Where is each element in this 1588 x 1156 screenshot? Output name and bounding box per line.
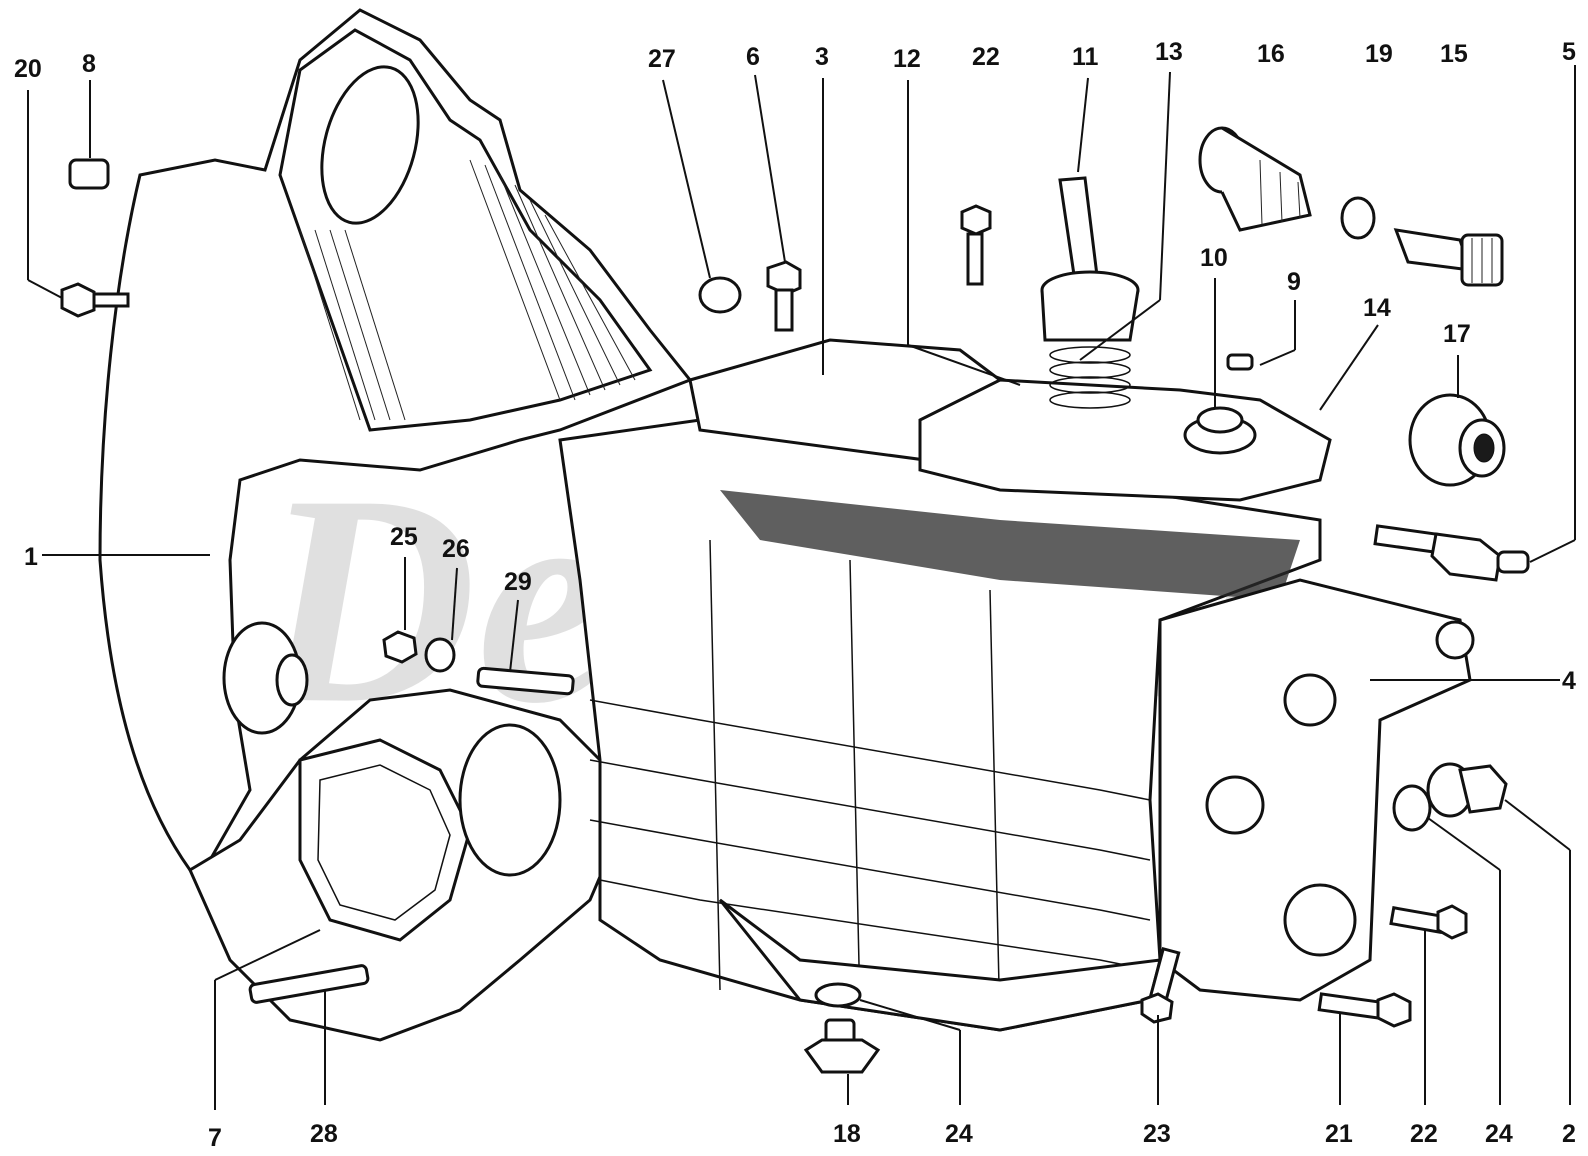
callout-1: 1 (24, 543, 38, 571)
callout-15: 15 (1440, 40, 1468, 68)
callout-24: 24 (945, 1120, 973, 1148)
part-21-bolt (1317, 992, 1412, 1028)
part-10-plug-boss (1183, 406, 1257, 455)
part-18-drain-plug (803, 1018, 881, 1074)
callout-6: 6 (746, 43, 760, 71)
callout-21: 21 (1325, 1120, 1353, 1148)
part-17-bushing (1408, 393, 1506, 487)
callout-29: 29 (504, 568, 532, 596)
callout-3: 3 (815, 43, 829, 71)
callout-28: 28 (310, 1120, 338, 1148)
part-9-pin (1226, 353, 1254, 371)
part-25-nut (382, 630, 418, 664)
callout-10: 10 (1200, 244, 1228, 272)
callout-22-right: 22 (1410, 1120, 1438, 1148)
part-15-pinion (1393, 228, 1504, 287)
callout-4: 4 (1562, 667, 1576, 695)
part-24-washer-bottom (814, 982, 862, 1008)
callout-23: 23 (1143, 1120, 1171, 1148)
callout-5: 5 (1562, 38, 1576, 66)
part-26-washer (424, 637, 456, 673)
callout-25: 25 (390, 523, 418, 551)
part-2-filler-plug (1426, 762, 1508, 818)
part-29-stud (476, 666, 575, 696)
callout-12: 12 (893, 45, 921, 73)
callout-22: 22 (972, 43, 1000, 71)
part-5-stud (1373, 524, 1530, 582)
part-28-stud (248, 964, 370, 1004)
part-22-bolt-top (960, 204, 992, 286)
part-8-sleeve (68, 158, 110, 190)
callout-24-right: 24 (1485, 1120, 1513, 1148)
part-24-washer-right (1392, 784, 1432, 832)
callout-14: 14 (1363, 294, 1391, 322)
callout-27: 27 (648, 45, 676, 73)
callout-11: 11 (1072, 43, 1099, 71)
part-16-drive-gear (1198, 126, 1312, 232)
part-20-stud (60, 282, 130, 318)
callout-16: 16 (1257, 40, 1285, 68)
callout-26: 26 (442, 535, 470, 563)
callout-18: 18 (833, 1120, 861, 1148)
part-6-bolt (766, 260, 802, 332)
part-19-circlip (1340, 196, 1376, 240)
callout-8: 8 (82, 50, 96, 78)
part-22-bolt-right (1389, 904, 1468, 940)
part-23-bolt (1140, 947, 1181, 1024)
callout-13: 13 (1155, 38, 1183, 66)
part-13-lever-socket (1040, 270, 1140, 409)
callout-17: 17 (1443, 320, 1471, 348)
callout-19: 19 (1365, 40, 1393, 68)
callout-2: 2 (1562, 1120, 1576, 1148)
part-27-plug (698, 276, 742, 314)
callout-9: 9 (1287, 268, 1301, 296)
callout-20: 20 (14, 55, 42, 83)
callout-7: 7 (208, 1124, 222, 1152)
leader-lines (27, 65, 1576, 1110)
callout-labels: 20 8 27 6 3 12 22 11 13 16 19 15 5 10 9 … (14, 38, 1576, 1152)
